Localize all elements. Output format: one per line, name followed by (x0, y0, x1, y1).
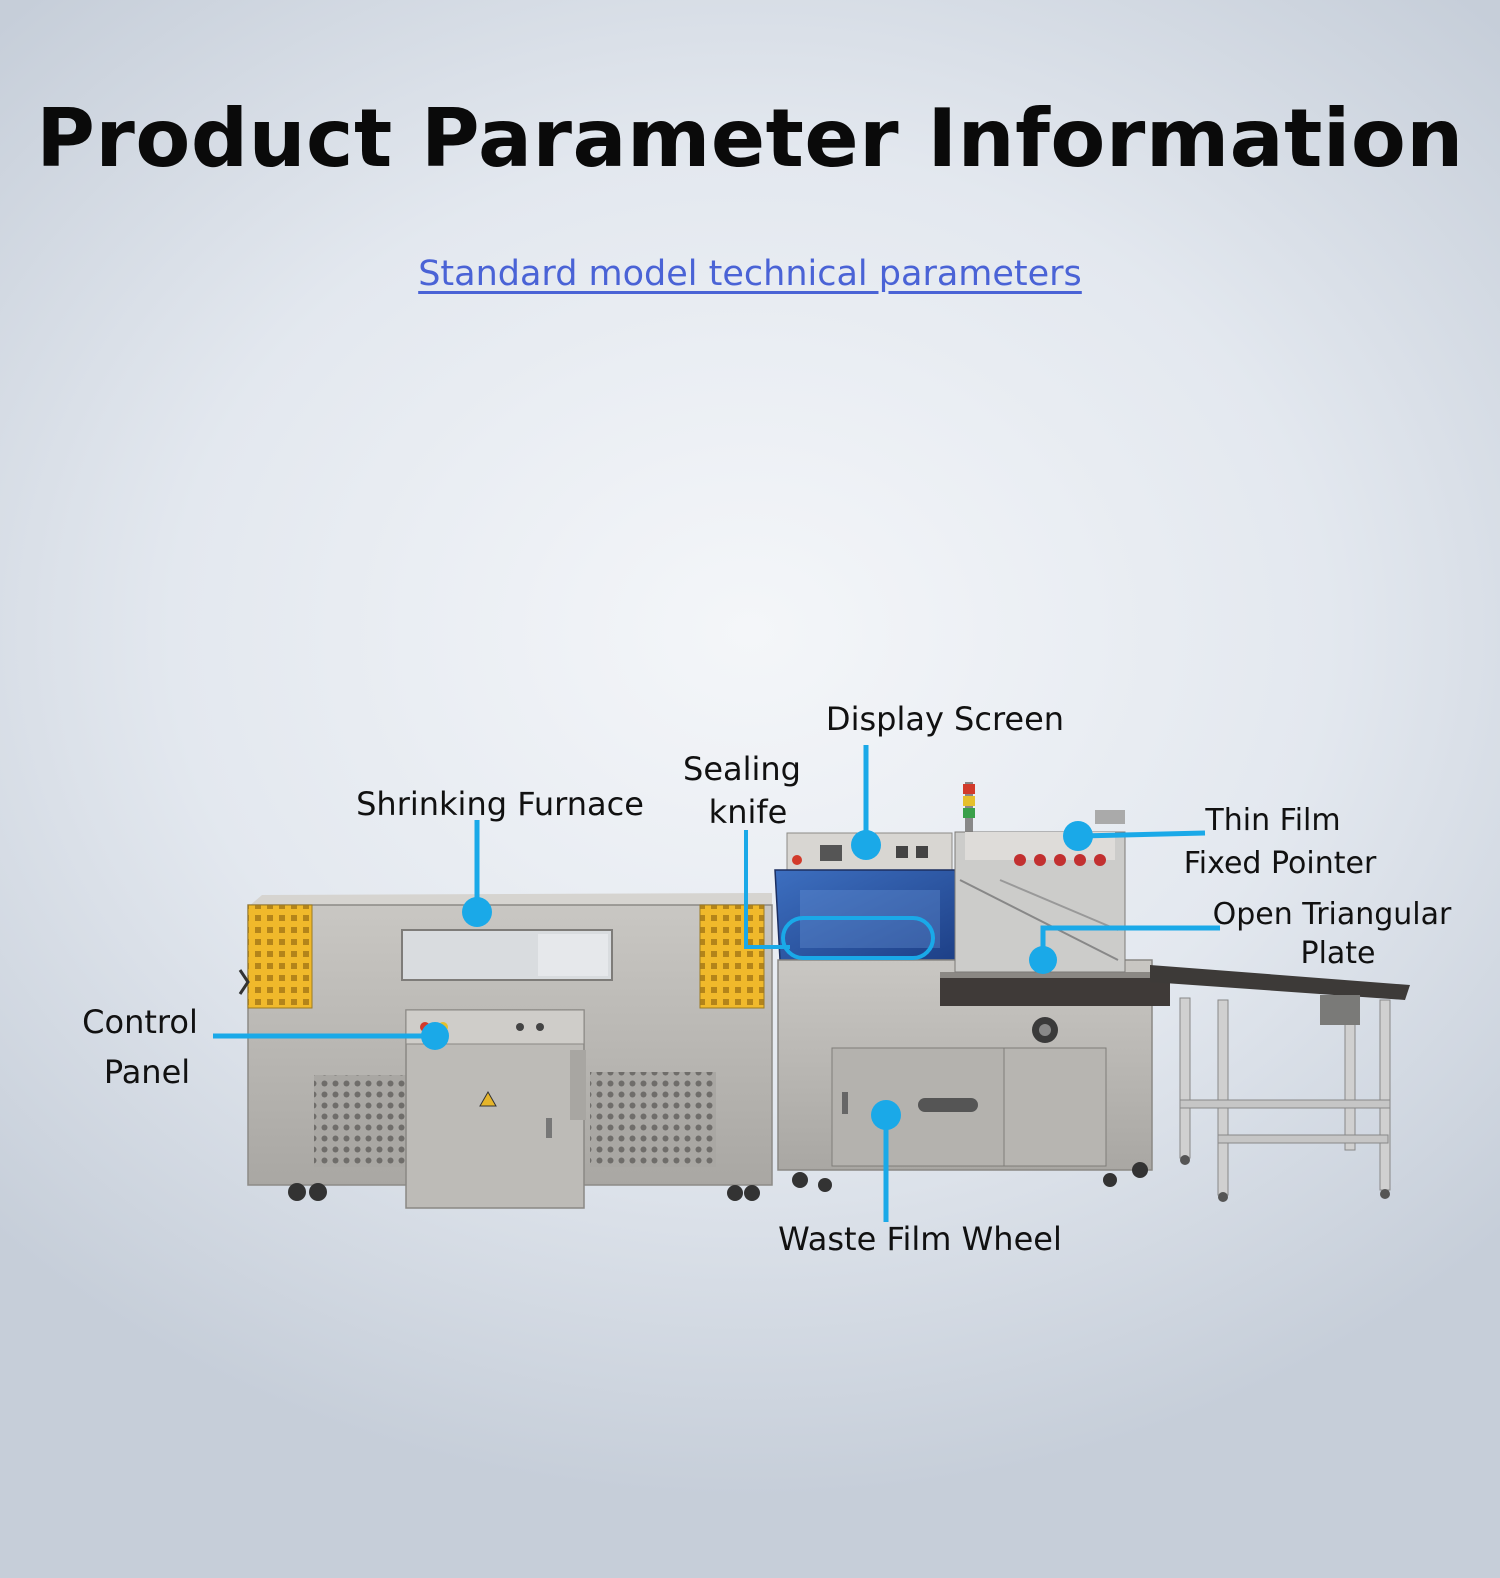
technical-parameters-link[interactable]: Standard model technical parameters (418, 254, 1082, 294)
label-thin-film-line2: Fixed Pointer (1184, 846, 1377, 881)
label-display-screen: Display Screen (826, 700, 1064, 738)
film-rack (954, 782, 1126, 973)
callout-shrinking-furnace: Shrinking Furnace (356, 785, 644, 927)
outfeed-conveyor (1150, 965, 1410, 1202)
shrinking-furnace-body (238, 893, 773, 1209)
label-thin-film-line1: Thin Film (1204, 803, 1340, 838)
label-control-panel-line1: Control (82, 1003, 198, 1041)
callout-control-panel: Control Panel (82, 1003, 449, 1091)
label-sealing-knife-line2: knife (709, 793, 788, 831)
page-title: Product Parameter Information (36, 92, 1464, 185)
callout-waste-film-wheel: Waste Film Wheel (778, 1100, 1062, 1258)
callout-sealing-knife: Sealing knife (683, 750, 935, 960)
callout-display-screen: Display Screen (826, 700, 1064, 860)
callout-open-triangular-plate: Open Triangular Plate (1029, 897, 1452, 974)
label-sealing-knife-line1: Sealing (683, 750, 801, 788)
sealing-machine-body (774, 832, 1170, 1192)
callout-thin-film-fixed-pointer: Thin Film Fixed Pointer (1063, 803, 1377, 881)
label-control-panel-line2: Panel (104, 1053, 190, 1091)
label-open-triangular-line2: Plate (1300, 936, 1375, 971)
label-open-triangular-line1: Open Triangular (1213, 897, 1452, 932)
label-shrinking-furnace: Shrinking Furnace (356, 785, 644, 823)
label-waste-film-wheel: Waste Film Wheel (778, 1220, 1062, 1258)
